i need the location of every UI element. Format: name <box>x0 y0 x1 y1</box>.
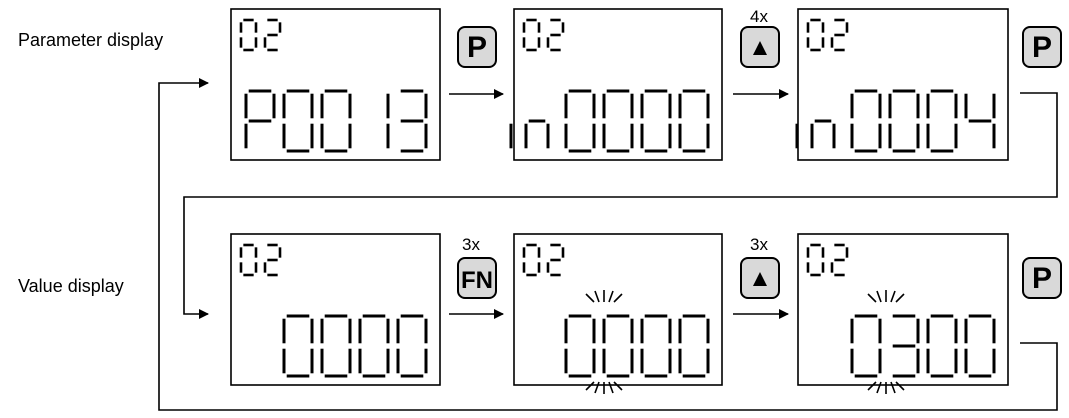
key-label: FN <box>461 267 493 294</box>
key-press-count: 4x <box>750 7 768 26</box>
up-arrow-key[interactable]: ▲ <box>741 258 779 298</box>
lcd-screen <box>798 234 1008 385</box>
lcd-screen <box>514 234 722 385</box>
parameter-display-label: Parameter display <box>18 30 163 50</box>
lcd-frame <box>514 9 722 160</box>
lcd-screen <box>797 9 1008 160</box>
key-label: P <box>1032 262 1052 295</box>
lcd-screen <box>231 9 440 160</box>
lcd-frame <box>231 9 440 160</box>
p-key[interactable]: P <box>458 27 496 67</box>
lcd-frame <box>231 234 440 385</box>
key-label: P <box>1032 31 1052 64</box>
p-key[interactable]: P <box>1023 258 1061 298</box>
lcd-frame <box>798 9 1008 160</box>
key-label: ▲ <box>748 265 772 292</box>
key-press-count: 3x <box>750 235 768 254</box>
screens <box>231 9 1008 394</box>
up-arrow-key[interactable]: ▲ <box>741 27 779 67</box>
key-label: ▲ <box>748 34 772 61</box>
key-press-count: 3x <box>462 235 480 254</box>
lcd-frame <box>798 234 1008 385</box>
value-display-label: Value display <box>18 276 124 296</box>
p-key[interactable]: P <box>1023 27 1061 67</box>
lcd-frame <box>514 234 722 385</box>
key-label: P <box>467 31 487 64</box>
fn-key[interactable]: FN <box>458 258 496 298</box>
lcd-screen <box>511 9 722 160</box>
lcd-screen <box>231 234 440 385</box>
